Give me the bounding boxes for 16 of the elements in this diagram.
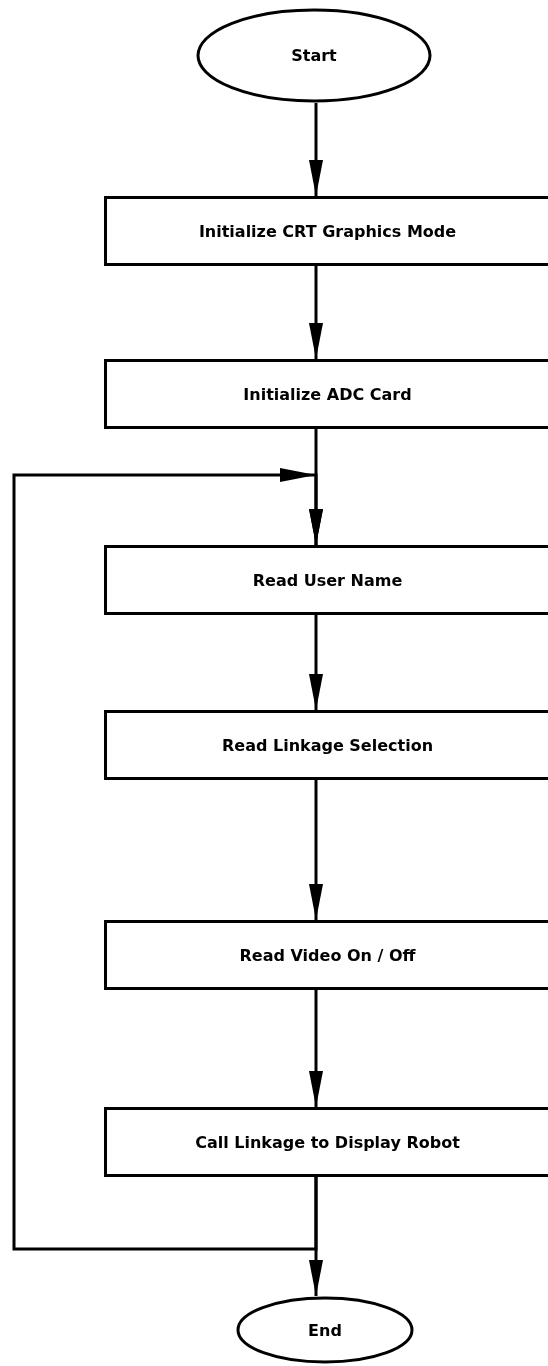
step-label: Read Video On / Off <box>239 945 416 965</box>
step-label: Call Linkage to Display Robot <box>195 1132 460 1152</box>
step-label: Read Linkage Selection <box>221 735 434 755</box>
step-label: Read User Name <box>252 570 403 590</box>
step-label: End <box>308 1320 342 1340</box>
process-box <box>104 196 548 266</box>
step-label: Initialize CRT Graphics Mode <box>198 221 457 241</box>
terminal-oval <box>236 1296 414 1364</box>
process-box <box>104 710 548 780</box>
process-box <box>104 920 548 990</box>
process-box <box>104 359 548 429</box>
process-box <box>104 1107 548 1177</box>
terminal-oval <box>196 8 432 103</box>
step-label: Start <box>291 46 337 65</box>
step-label: Initialize ADC Card <box>243 384 412 404</box>
process-box <box>104 545 548 615</box>
